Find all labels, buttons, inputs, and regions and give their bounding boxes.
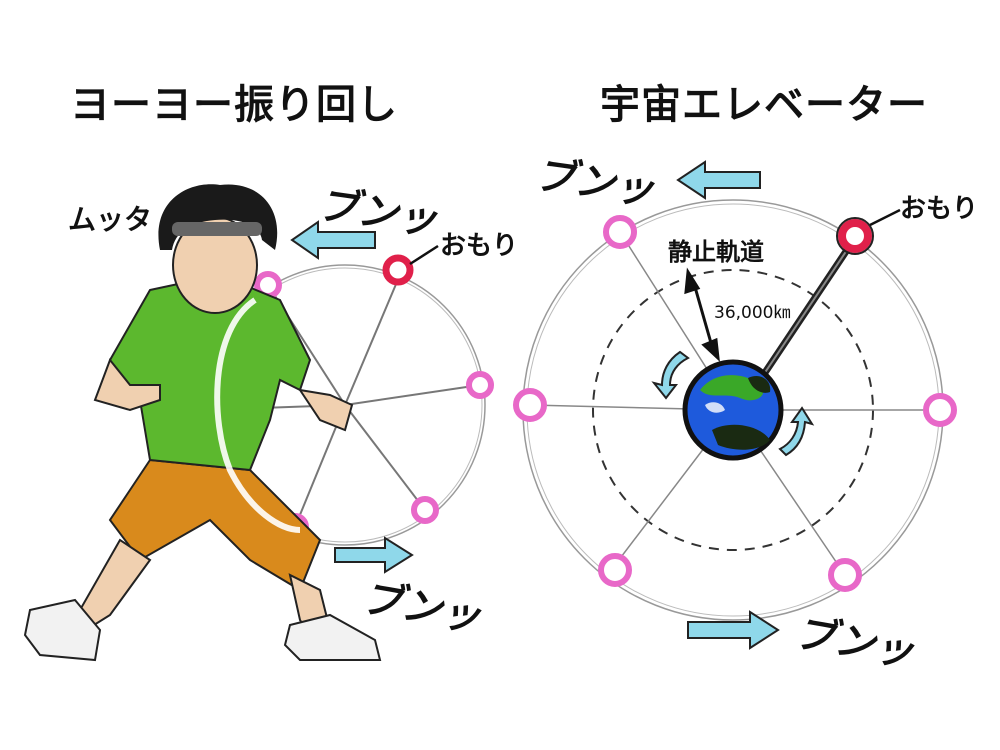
right-arrows <box>676 160 780 650</box>
left-weight-label: おもり <box>440 231 519 261</box>
right-panel-title: 宇宙エレベーター <box>600 82 928 128</box>
elevator-balls <box>513 215 957 592</box>
distance-label: 36,000㎞ <box>714 303 791 323</box>
right-weight-label: おもり <box>900 194 979 224</box>
space-elevator-diagram <box>513 199 957 621</box>
left-arrows <box>290 220 414 574</box>
rotation-arrow-icon <box>651 350 690 400</box>
character-label: ムッタ <box>68 203 153 236</box>
left-panel-title: ヨーヨー振り回し <box>70 82 398 128</box>
character-mutta <box>23 184 382 662</box>
geostationary-orbit-label: 静止軌道 <box>668 238 764 266</box>
rotation-arrow-icon <box>778 406 815 457</box>
arrow-left-icon <box>290 220 376 260</box>
earth-icon <box>682 359 784 461</box>
yoyo-weight <box>382 254 414 286</box>
arrow-left-icon <box>676 160 761 200</box>
distance-arrow-icon <box>684 267 720 362</box>
elevator-weight <box>838 219 872 253</box>
arrow-right-icon <box>687 610 780 650</box>
arrow-right-icon <box>334 536 414 574</box>
